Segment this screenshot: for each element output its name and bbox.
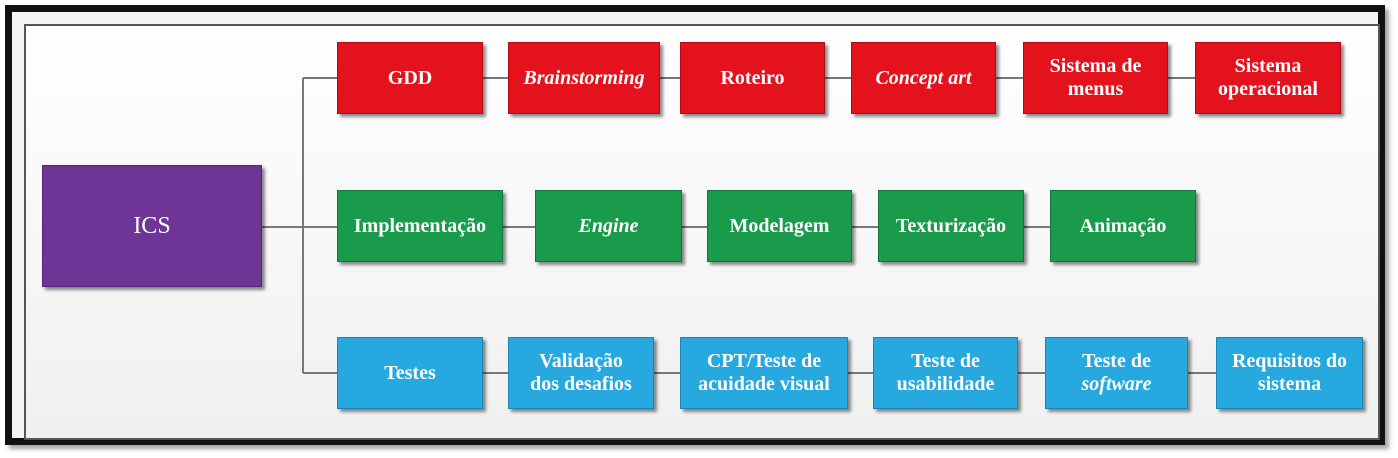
test-node-validacao-dos-desafios: Validação dos desafios xyxy=(508,337,654,409)
node-label: Sistema operacional xyxy=(1218,55,1318,100)
node-label: Engine xyxy=(578,214,639,237)
impl-node-animacao: Animação xyxy=(1050,190,1196,262)
node-label: Roteiro xyxy=(720,66,785,89)
root-node-ics: ICS xyxy=(42,165,262,287)
design-node-concept-art: Concept art xyxy=(851,42,996,114)
node-label-part: Teste de xyxy=(1082,350,1151,372)
node-label: Teste de usabilidade xyxy=(896,350,995,395)
node-label: CPT/Teste de acuidade visual xyxy=(698,350,830,395)
node-label: Sistema de menus xyxy=(1049,55,1142,100)
node-label: Validação dos desafios xyxy=(530,350,632,395)
node-label: Testes xyxy=(384,361,436,384)
node-label: Implementação xyxy=(353,214,487,237)
node-label: GDD xyxy=(387,66,433,89)
test-node-cpt-acuidade-visual: CPT/Teste de acuidade visual xyxy=(680,337,848,409)
impl-node-implementacao: Implementação xyxy=(337,190,503,262)
design-node-sistema-de-menus: Sistema de menus xyxy=(1023,42,1168,114)
node-label: Texturização xyxy=(895,214,1007,237)
node-label: Requisitos do sistema xyxy=(1231,350,1348,395)
test-node-teste-de-software: Teste de software xyxy=(1045,337,1188,409)
design-node-roteiro: Roteiro xyxy=(680,42,825,114)
node-label: Animação xyxy=(1079,214,1167,237)
node-label: Brainstorming xyxy=(523,66,645,89)
design-node-gdd: GDD xyxy=(337,42,483,114)
design-node-brainstorming: Brainstorming xyxy=(508,42,660,114)
test-node-requisitos-do-sistema: Requisitos do sistema xyxy=(1216,337,1363,409)
impl-node-engine: Engine xyxy=(535,190,682,262)
root-node-label: ICS xyxy=(133,212,171,239)
design-node-sistema-operacional: Sistema operacional xyxy=(1195,42,1341,114)
test-node-testes: Testes xyxy=(337,337,483,409)
node-label: Modelagem xyxy=(729,214,830,237)
test-node-teste-de-usabilidade: Teste de usabilidade xyxy=(873,337,1018,409)
impl-node-texturizacao: Texturização xyxy=(878,190,1024,262)
node-label: Concept art xyxy=(875,66,972,89)
node-label-part-italic: software xyxy=(1081,373,1152,395)
impl-node-modelagem: Modelagem xyxy=(707,190,852,262)
